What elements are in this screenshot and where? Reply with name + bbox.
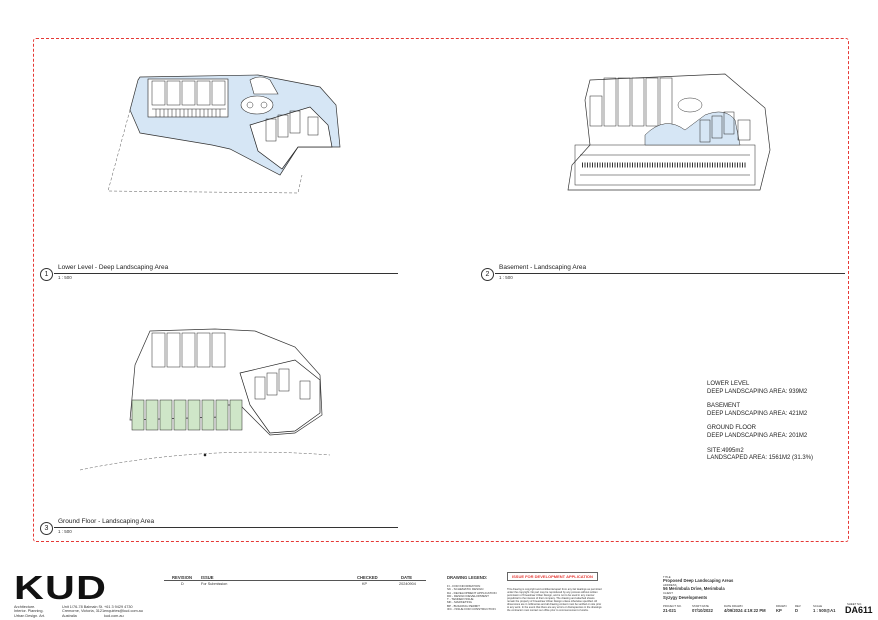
view-title-underline	[54, 527, 398, 528]
field-label: START DATE	[692, 604, 709, 608]
drawing-title: Proposed Deep Landscaping Areas	[663, 578, 734, 583]
note-value: DEEP LANDSCAPING AREA: 201M2	[707, 432, 808, 439]
address-label: ADDRESS	[663, 583, 677, 587]
rev-header-issue: ISSUE	[201, 575, 214, 580]
note-value: DEEP LANDSCAPING AREA: 421M2	[707, 410, 808, 417]
field-label: PROJECT NO.	[663, 604, 682, 608]
rev-cell: For Submission	[201, 582, 228, 586]
field-start-date: 07/10/2022	[692, 608, 713, 613]
field-date-drawn: 4/09/2024 4:19:22 PM	[724, 608, 766, 613]
view-scale-1: 1 : 500	[58, 275, 72, 280]
field-label: DRAWN	[776, 604, 787, 608]
company-address: Unit 1/76-78 Balmain St.Cremorne, Victor…	[62, 605, 105, 618]
ground-floor-plan	[80, 328, 331, 471]
view-title-underline	[54, 273, 398, 274]
lower-level-plan	[107, 74, 341, 194]
view-number-2: 2	[481, 268, 494, 281]
note-value: LANDSCAPED AREA: 1561M2 (31.3%)	[707, 455, 814, 462]
rev-header-revision: REVISION	[172, 575, 193, 580]
field-label: REV	[795, 604, 801, 608]
note-heading: SITE:4995m2	[707, 447, 744, 454]
view-scale-3: 1 : 500	[58, 529, 72, 534]
title-label: TITLE	[663, 575, 671, 579]
rev-header-checked: CHECKED	[357, 575, 378, 580]
note-value: DEEP LANDSCAPING AREA: 939M2	[707, 388, 808, 395]
view-title-1: Lower Level - Deep Landscaping Area	[58, 264, 169, 271]
field-label: DATE DRAWN	[724, 604, 743, 608]
rev-header-date: DATE	[401, 575, 413, 580]
client-label: CLIENT	[663, 591, 673, 595]
issue-stamp: ISSUE FOR DEVELOPMENT APPLICATION	[507, 572, 598, 581]
note-heading: LOWER LEVEL	[707, 381, 750, 387]
view-title-2: Basement - Landscaping Area	[499, 264, 587, 271]
view-number-1: 1	[40, 268, 53, 281]
view-title-underline	[495, 273, 845, 274]
field-label: SCALE	[813, 604, 823, 608]
sheet-label: SHEET NO.	[847, 602, 863, 606]
legend-title: DRAWING LEGEND:	[447, 575, 488, 580]
rev-cell: 20240904	[399, 582, 416, 586]
view-scale-2: 1 : 500	[499, 275, 513, 280]
field-rev: D	[795, 608, 799, 613]
client-name: Syzygy Developments	[663, 595, 708, 600]
view-title-3: Ground Floor - Landscaping Area	[58, 518, 155, 525]
rev-divider	[164, 580, 426, 581]
rev-cell: D	[181, 582, 184, 586]
project-address: 56 Merimbula Drive, Merimbula	[663, 586, 725, 591]
note-heading: BASEMENT	[707, 403, 741, 410]
sheet-number: DA611	[845, 605, 873, 615]
sheet-border	[33, 38, 849, 542]
field-project-no: 21-021	[663, 608, 677, 613]
company-services: Architecture.Interior. Planning.Urban De…	[14, 605, 46, 618]
note-heading: GROUND FLOOR	[707, 425, 757, 432]
view-number-3: 3	[40, 522, 53, 535]
field-drawn: KP	[776, 608, 782, 613]
company-logo: KUD	[14, 569, 108, 606]
copyright-notice: This drawing is copyright and confidenti…	[507, 588, 602, 612]
rev-cell: KP	[362, 582, 368, 586]
field-scale: 1 : 500@A1	[813, 608, 836, 613]
basement-plan	[567, 73, 771, 191]
